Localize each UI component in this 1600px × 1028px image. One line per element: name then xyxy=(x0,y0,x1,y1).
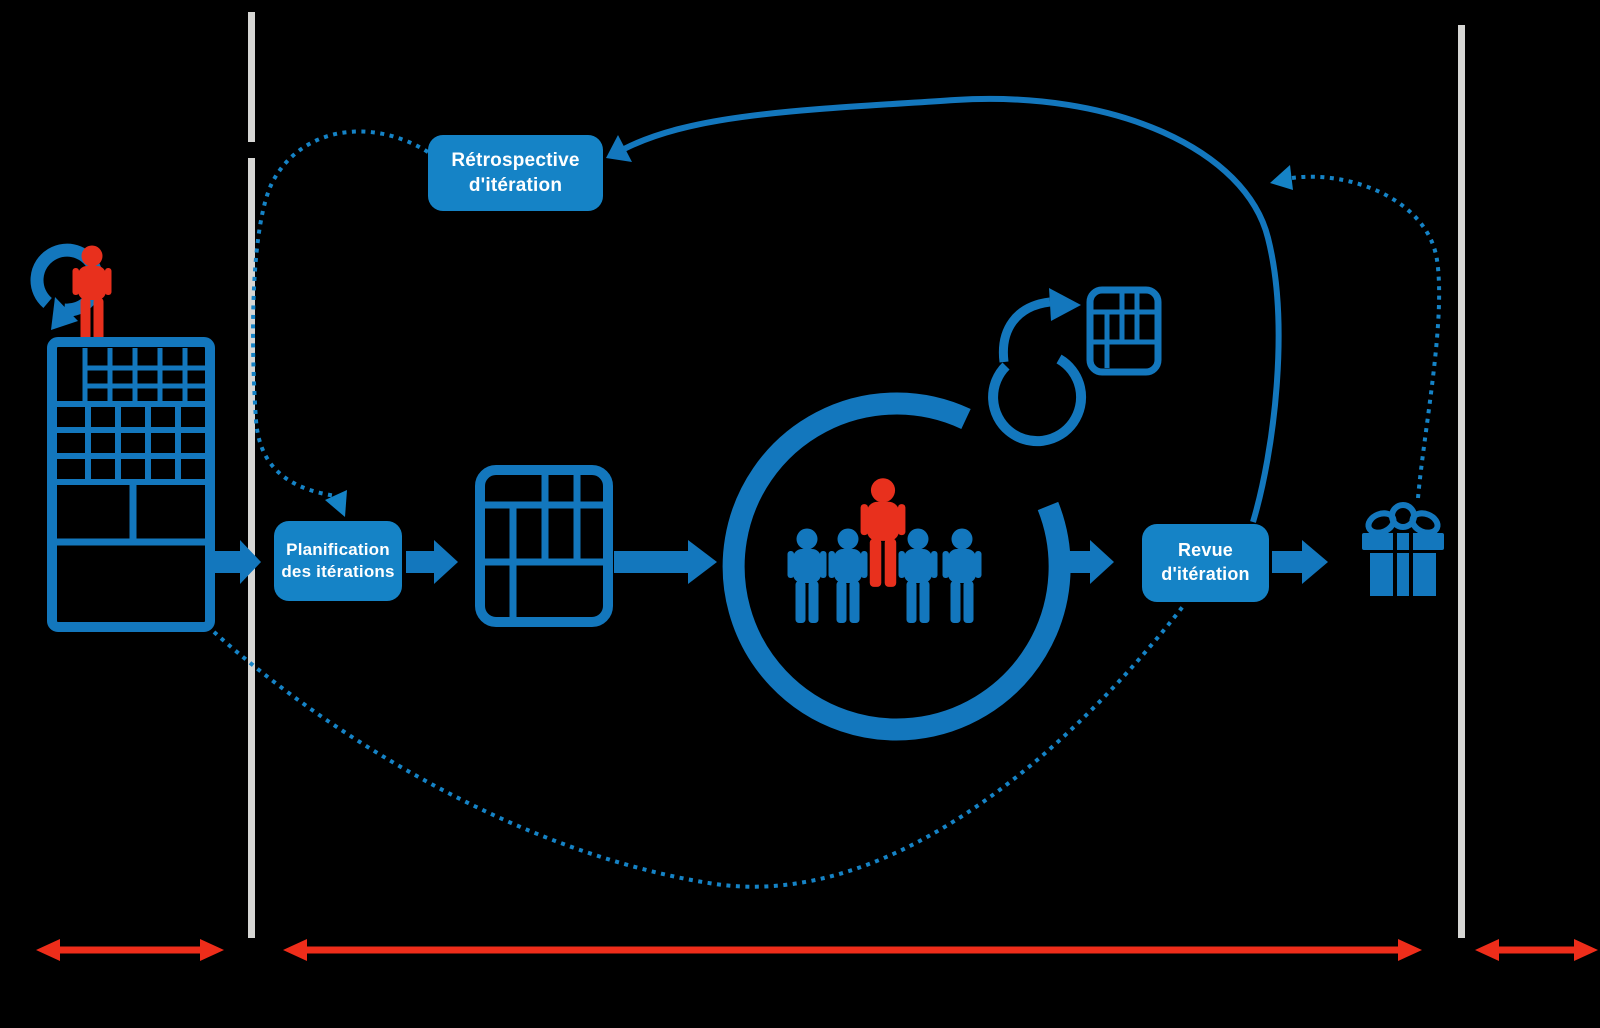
product-owner-person-icon xyxy=(72,245,112,340)
team-members-icons xyxy=(787,478,982,623)
arrow-review-to-increment xyxy=(1272,540,1328,584)
team-person-icon xyxy=(942,528,982,623)
timeline-arrow-right xyxy=(1475,939,1598,961)
right-phase-divider-line xyxy=(1458,25,1465,938)
retrospective-label-line2: d'itération xyxy=(468,175,563,196)
solid-arrowhead-left xyxy=(606,135,632,162)
team-cycle-ring-icon xyxy=(722,392,1071,741)
arrow-backlog-to-planning xyxy=(206,540,261,584)
daily-board-icon xyxy=(1086,286,1162,376)
planning-node: Planification des itérations xyxy=(274,521,402,601)
arrow-planning-to-board xyxy=(406,540,458,584)
retrospective-node: Rétrospective d'itération xyxy=(428,135,603,211)
retrospective-label-line1: Rétrospective xyxy=(451,149,580,171)
planning-label-line1: Planification xyxy=(286,539,390,559)
timeline-arrow-middle xyxy=(283,939,1422,961)
increment-feedback-dashed-arrow xyxy=(1270,165,1442,499)
arrow-board-to-team xyxy=(614,540,717,584)
product-backlog-grid-icon xyxy=(47,337,215,632)
dashed-arrowhead-left xyxy=(1270,165,1293,190)
retrospective-to-planning-dashed-arrow xyxy=(251,129,430,517)
review-to-retrospective-curve xyxy=(606,96,1282,523)
backlog-to-review-dashed-curve xyxy=(212,603,1186,889)
gift-increment-icon xyxy=(1362,502,1444,596)
dashed-arrowhead-down xyxy=(325,490,347,517)
arrow-team-to-review xyxy=(1052,540,1114,584)
review-node: Revue d'itération xyxy=(1142,524,1269,602)
planning-label-line2: des itérations xyxy=(281,562,395,581)
timeline-arrow-left xyxy=(36,939,224,961)
left-phase-divider-line xyxy=(248,12,255,938)
team-person-icon xyxy=(828,528,868,623)
team-person-icon xyxy=(787,528,827,623)
iteration-board-icon xyxy=(475,465,613,627)
review-label-line2: d'itération xyxy=(1161,564,1250,584)
daily-cycle-icon xyxy=(988,288,1087,447)
team-person-icon xyxy=(898,528,938,623)
review-label-line1: Revue xyxy=(1177,540,1234,561)
